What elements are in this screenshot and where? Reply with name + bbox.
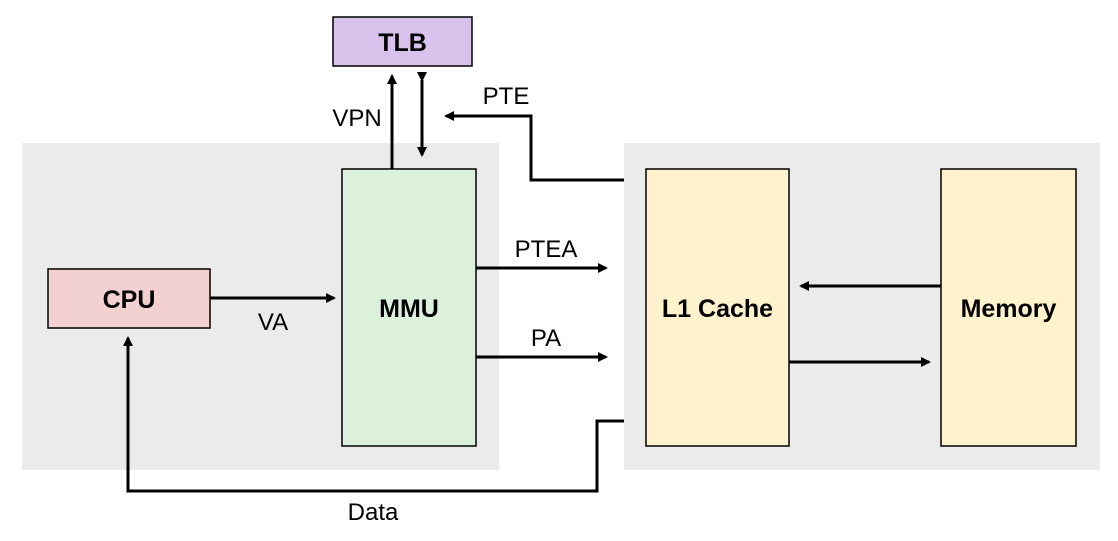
memory-box [940,168,1077,447]
pa-label: PA [531,325,561,352]
vpn-label: VPN [332,105,381,132]
l1-cache-box [645,168,790,447]
l1-cache-label: L1 Cache [662,295,773,323]
ptea-label: PTEA [515,236,578,263]
pte-label: PTE [483,83,530,110]
tlb-box [332,16,473,67]
data-label: Data [348,499,399,526]
tlb-label: TLB [378,29,427,57]
pte-arrow [444,111,624,182]
data-arrow [123,336,624,493]
mmu-box [341,168,477,447]
va-label: VA [258,309,288,336]
cpu-label: CPU [103,286,156,314]
mmu-label: MMU [379,295,439,323]
memory-label: Memory [961,295,1057,323]
